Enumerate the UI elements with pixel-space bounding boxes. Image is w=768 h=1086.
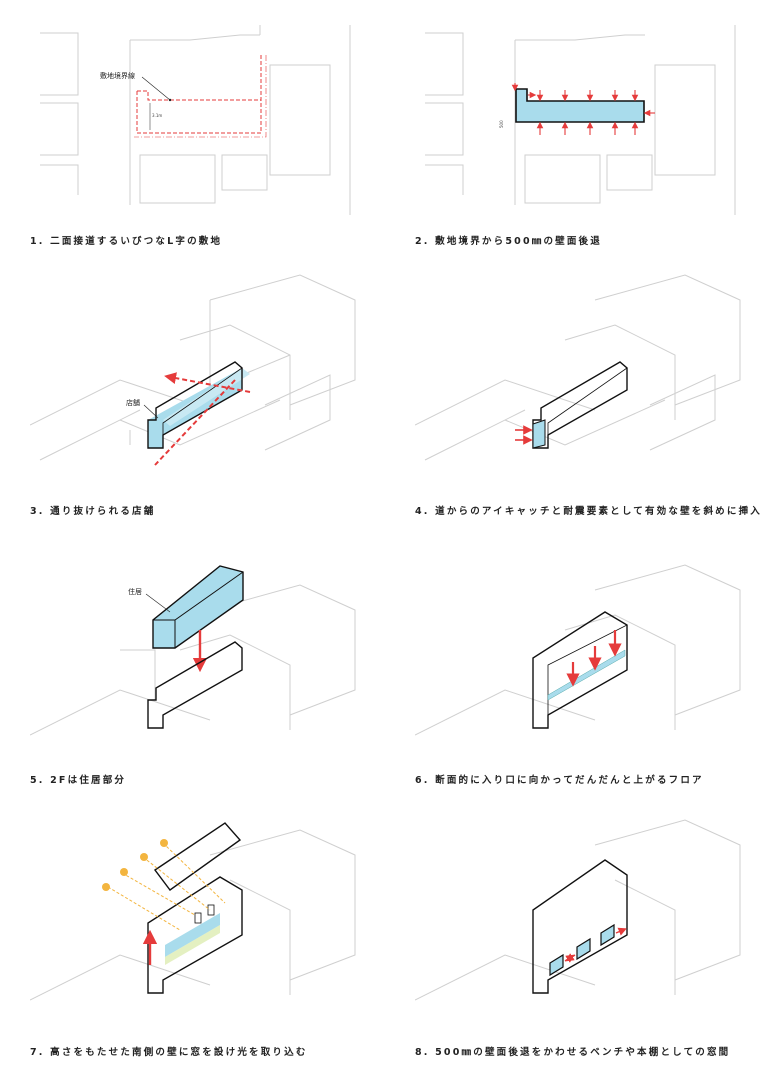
context-buildings	[30, 584, 356, 736]
floor-arrows	[566, 630, 622, 687]
building-outline	[532, 611, 628, 729]
through-path-arrows	[154, 372, 251, 466]
stepped-floor-axonometric	[415, 564, 741, 736]
sunlight-rays	[107, 842, 226, 931]
south-wall	[165, 913, 220, 957]
caption-8: 8. 500㎜の壁面後退をかわせるベンチや本棚としての窓間	[415, 1047, 731, 1058]
sun-icons	[102, 839, 168, 891]
panel-1: 敷地境界線 3.1m	[30, 25, 360, 215]
panel-3: 店舗	[30, 270, 360, 490]
panel-4	[415, 270, 745, 490]
slanted-wall	[532, 419, 546, 449]
context-buildings	[30, 274, 356, 461]
setback-arrows	[564, 927, 627, 963]
panel-5: 住居	[30, 550, 360, 750]
shop-volume	[147, 361, 250, 449]
building-outline	[532, 859, 628, 994]
panel-2: 500	[415, 25, 745, 215]
caption-6: 6. 断面的に入り口に向かってだんだんと上がるフロア	[415, 775, 704, 786]
shop-outline	[532, 361, 628, 449]
shop-outline	[147, 641, 243, 729]
caption-3: 3. 通り抜けられる店舗	[30, 506, 156, 517]
residence-axonometric: 住居	[30, 565, 356, 736]
building-footprint	[515, 88, 645, 123]
panel-8	[415, 815, 745, 1015]
building-outline	[147, 876, 243, 994]
residence-leader	[145, 593, 171, 613]
site-plan-diagram: 敷地境界線 3.1m	[40, 25, 351, 215]
caption-4: 4. 道からのアイキャッチと耐震要素として有効な壁を斜めに挿入	[415, 506, 762, 517]
context-buildings	[40, 25, 351, 215]
slanted-wall-axonometric	[415, 274, 741, 461]
shop-leader	[143, 404, 159, 419]
upper-volume	[153, 822, 242, 891]
window-benches	[549, 923, 615, 977]
site-boundary	[134, 55, 267, 138]
boundary-leader	[141, 76, 172, 102]
context-buildings	[30, 829, 356, 1001]
daylight-axonometric	[30, 822, 356, 1001]
context-buildings	[415, 819, 741, 1001]
context-buildings	[415, 274, 741, 461]
panel-7	[30, 815, 360, 1015]
panel-6	[415, 550, 745, 750]
window-bench-axonometric	[415, 819, 741, 1001]
caption-5: 5. 2Fは住居部分	[30, 775, 127, 786]
caption-7: 7. 高さをもたせた南側の壁に窓を設け光を取り込む	[30, 1047, 308, 1058]
setback-plan-diagram: 500	[425, 25, 736, 215]
dimension-label: 3.1m	[152, 113, 162, 118]
setback-dimension: 500	[499, 120, 504, 128]
light-patch	[165, 925, 220, 965]
boundary-label: 敷地境界線	[100, 71, 135, 80]
context-buildings	[415, 564, 741, 736]
shop-axonometric: 店舗	[30, 274, 356, 466]
stepped-floor	[547, 649, 626, 701]
caption-1: 1. 二面接道するいびつなL字の敷地	[30, 236, 223, 247]
shop-label: 店舗	[126, 398, 140, 407]
windows	[194, 904, 215, 924]
caption-2: 2. 敷地境界から500㎜の壁面後退	[415, 236, 602, 247]
residence-label: 住居	[128, 587, 142, 596]
eyecatch-arrows	[515, 425, 533, 445]
setback-arrows	[511, 83, 655, 135]
context-buildings	[425, 25, 736, 215]
residence-volume	[152, 565, 244, 649]
